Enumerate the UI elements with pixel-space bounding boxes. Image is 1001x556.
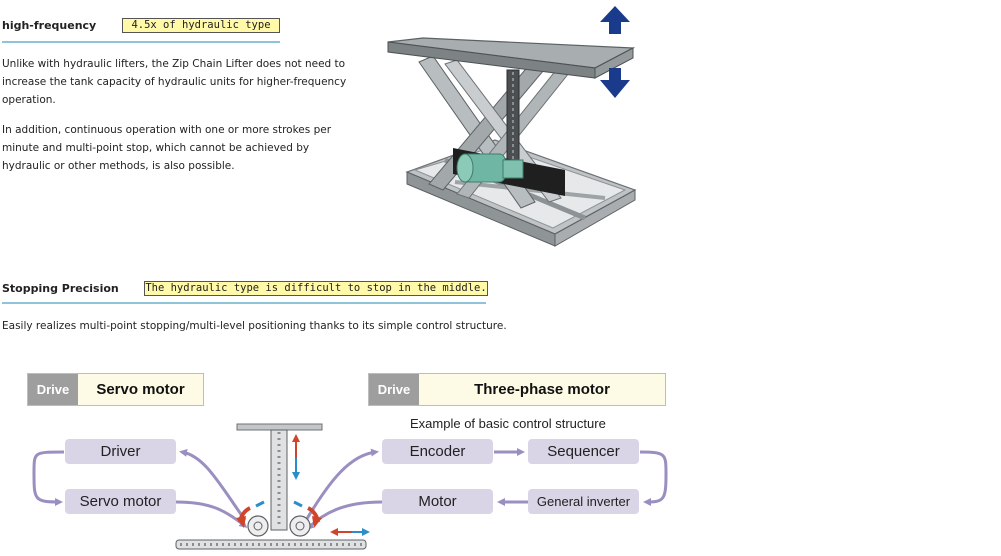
stopping-precision-rule — [2, 302, 486, 304]
right-drive-box: Drive Three-phase motor — [368, 373, 666, 406]
control-flow-diagram — [32, 423, 668, 550]
right-drive-label: Drive — [369, 374, 419, 405]
left-drive-value: Servo motor — [96, 381, 185, 398]
driver-node: Driver — [65, 439, 176, 464]
left-drive-label: Drive — [28, 374, 78, 405]
stopping-precision-paragraph: Easily realizes multi-point stopping/mul… — [2, 320, 507, 332]
high-frequency-tag: 4.5x of hydraulic type — [122, 18, 280, 33]
high-frequency-paragraph-1: Unlike with hydraulic lifters, the Zip C… — [2, 58, 347, 106]
control-structure-caption: Example of basic control structure — [410, 416, 606, 431]
motor-node: Motor — [382, 489, 493, 514]
high-frequency-heading: high-frequency — [2, 19, 97, 32]
high-frequency-paragraph-2: In addition, continuous operation with o… — [2, 124, 332, 172]
right-drive-value: Three-phase motor — [474, 381, 610, 398]
left-drive-box: Drive Servo motor — [27, 373, 204, 406]
zip-chain-lifter-illustration — [387, 6, 637, 247]
stopping-precision-heading: Stopping Precision — [2, 282, 119, 295]
stopping-precision-tag: The hydraulic type is difficult to stop … — [144, 281, 488, 296]
high-frequency-rule — [2, 41, 280, 43]
general-inverter-node: General inverter — [528, 489, 639, 514]
servo-motor-node: Servo motor — [65, 489, 176, 514]
sequencer-node: Sequencer — [528, 439, 639, 464]
encoder-node: Encoder — [382, 439, 493, 464]
